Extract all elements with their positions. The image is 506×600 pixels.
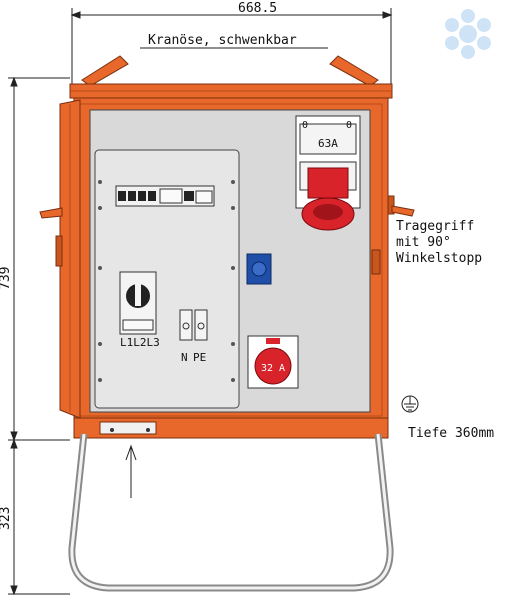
housing-door — [55, 99, 81, 419]
width-label: 668.5 — [238, 1, 277, 16]
terminal-pe: PE — [193, 351, 206, 364]
ground-symbol-icon — [401, 395, 419, 413]
stand-label: 323 — [0, 507, 13, 530]
height-label: 739 — [0, 267, 13, 290]
arrow-up-icon — [125, 444, 137, 498]
depth-annotation: Tiefe 360mm — [408, 426, 495, 441]
handle-annotation-line2: mit 90° — [396, 235, 451, 250]
socket-32a-label: 32 A — [261, 363, 285, 374]
stand-frame — [68, 433, 394, 592]
flower-logo-icon — [445, 9, 491, 59]
main-switch-terminals: L1L2L3 — [120, 336, 160, 349]
blue-socket — [246, 253, 272, 285]
terminal-n: N — [181, 351, 188, 364]
din-rail-devices — [115, 185, 215, 207]
socket-63a-label: 63A — [318, 137, 338, 150]
din-cover — [94, 149, 240, 409]
stand-dimension — [8, 438, 70, 596]
crane-lug-right — [329, 55, 379, 87]
socket-32a — [247, 335, 299, 389]
handle-left — [39, 207, 63, 219]
switch-0-left: 0 — [302, 120, 308, 131]
socket-63a — [295, 115, 361, 231]
crane-label: Kranöse, schwenkbar — [148, 33, 297, 48]
n-pe-terminals — [179, 309, 208, 341]
panel-screws — [98, 180, 235, 382]
handle-annotation-line1: Tragegriff — [396, 219, 475, 234]
switch-0-right: 0 — [346, 120, 352, 131]
height-dimension — [8, 76, 70, 442]
main-switch — [119, 271, 157, 335]
crane-lug-left — [81, 55, 129, 87]
handle-annotation-line3: Winkelstopp — [396, 251, 483, 266]
handle-right — [387, 195, 415, 217]
width-dimension — [70, 8, 393, 86]
